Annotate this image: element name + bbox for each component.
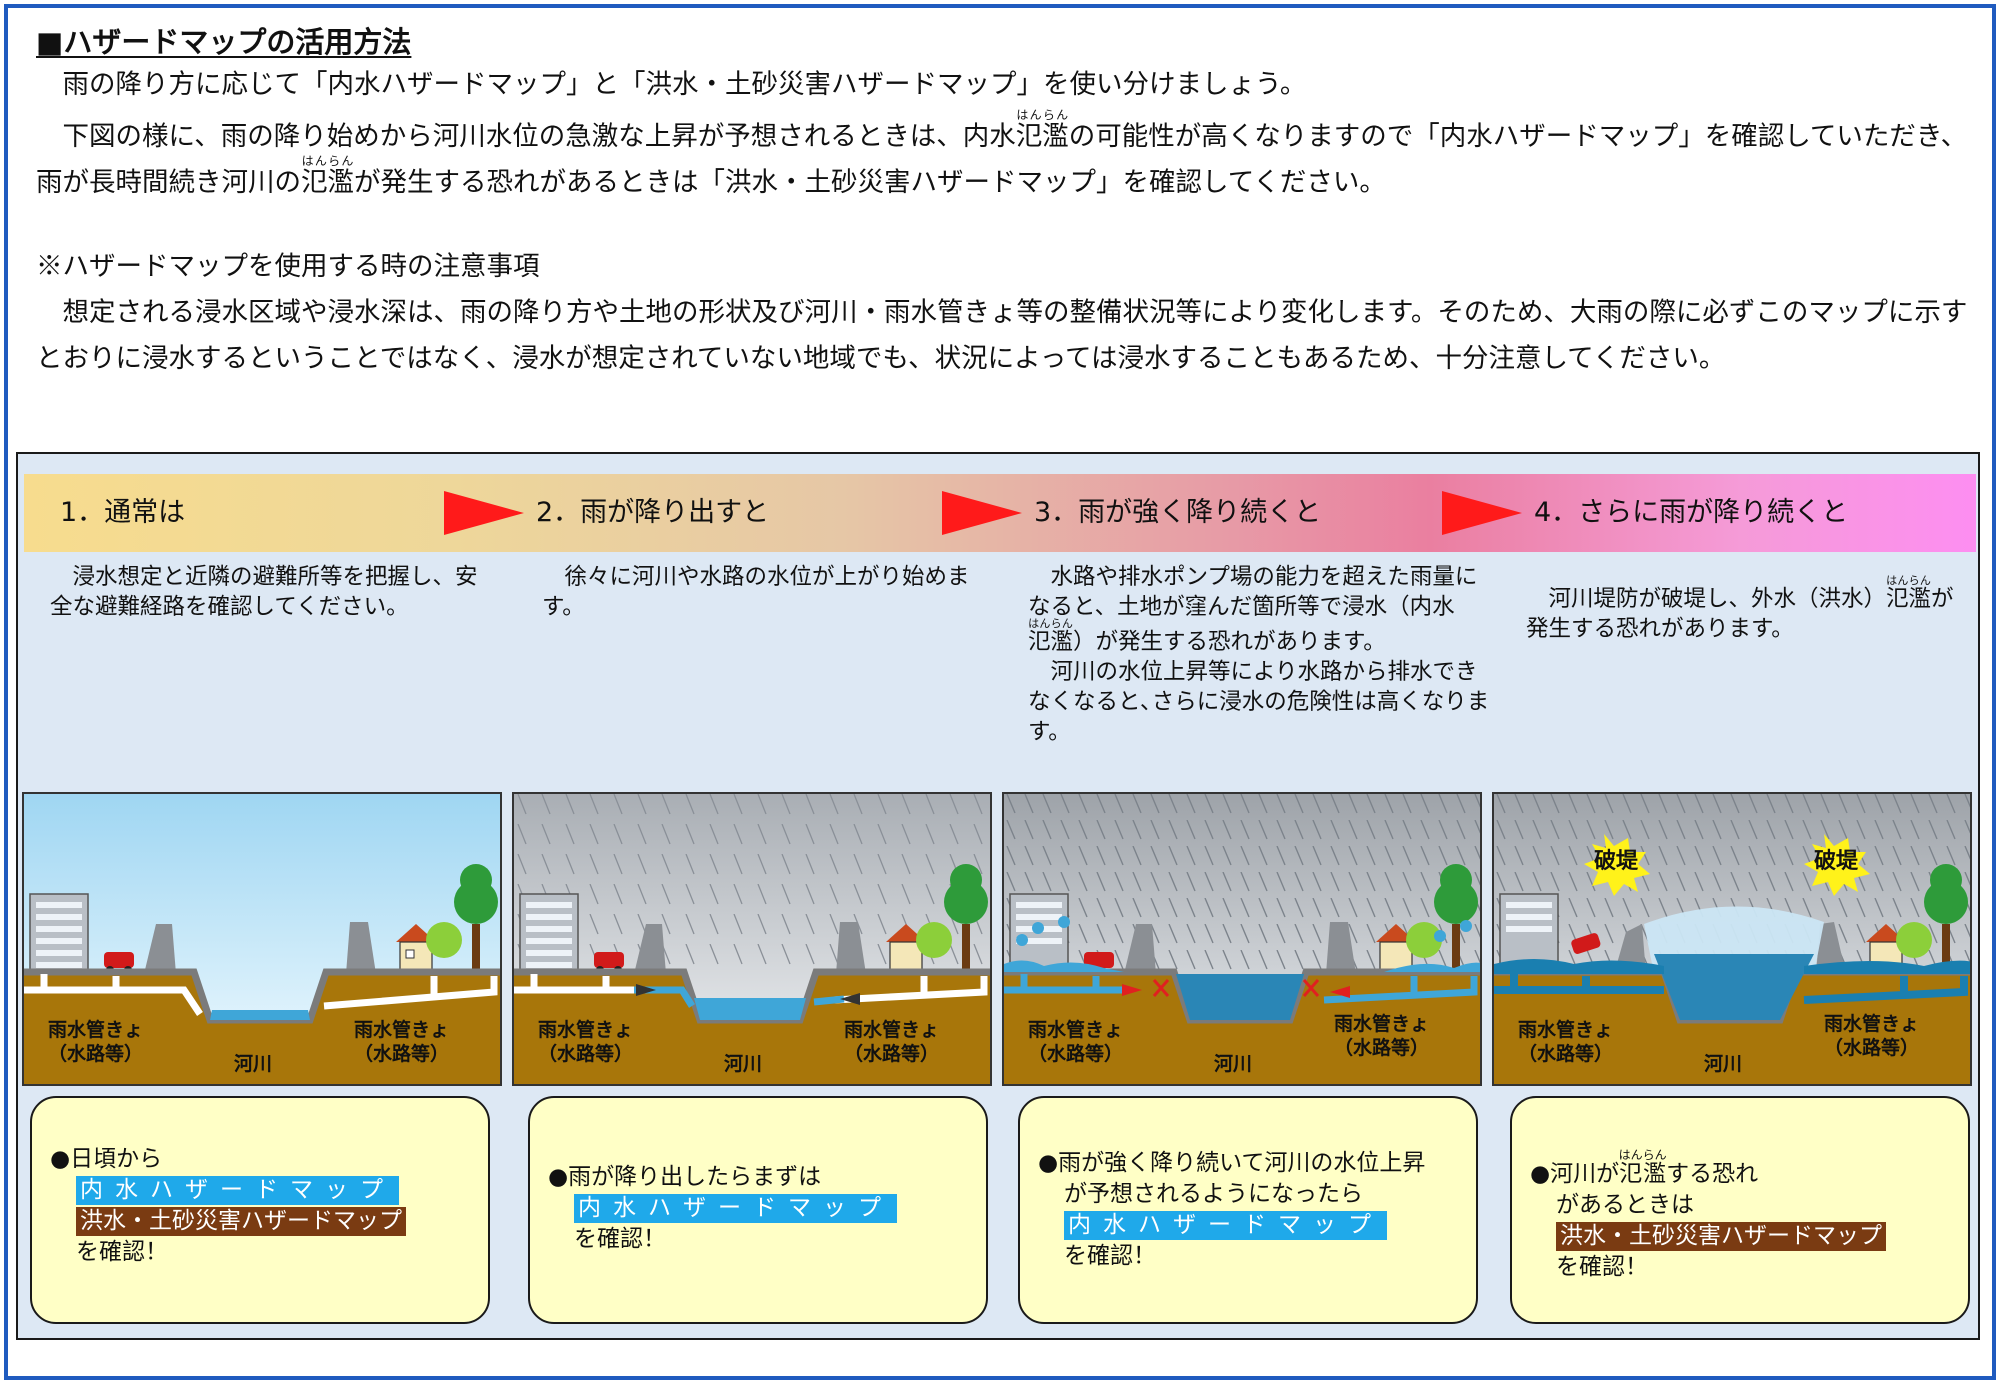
usage-paragraph: 下図の様に、雨の降り始めから河川水位の急激な上昇が予想されるときは、内水氾濫はん… — [36, 108, 1968, 198]
note-paragraph: 想定される浸水区域や浸水深は、雨の降り方や土地の形状及び河川・雨水管きょ等の整備… — [36, 297, 1968, 374]
stage-2-advice-box: ●雨が降り出したらまずは 内水ハザードマップ を確認！ — [528, 1096, 988, 1324]
inland-flood-map-tag: 内水ハザードマップ — [574, 1194, 897, 1223]
arrow-right-icon — [444, 491, 524, 535]
hazard-stages-panel: 1．通常は 2．雨が降り出すと 3．雨が強く降り続くと 4．さらに雨が降り続くと… — [16, 452, 1980, 1340]
stage-1-illustration: 雨水管きょ（水路等） 河川 雨水管きょ（水路等） — [22, 792, 502, 1086]
stage-1-description: 浸水想定と近隣の避難所等を把握し、安全な避難経路を確認してください。 — [50, 564, 478, 620]
stage-1-label: 1．通常は — [60, 497, 186, 528]
arrow-right-icon — [1442, 491, 1522, 535]
arrow-right-icon — [942, 491, 1022, 535]
river-label: 河川 — [1704, 1053, 1743, 1075]
pipe-label: 雨水管きょ（水路等） — [1518, 1019, 1614, 1065]
stage-2-illustration: 雨水管きょ（水路等） 河川 雨水管きょ（水路等） — [512, 792, 992, 1086]
inland-flood-map-tag: 内水ハザードマップ — [76, 1176, 399, 1205]
flood-landslide-map-tag: 洪水・土砂災害ハザードマップ — [1556, 1222, 1886, 1251]
river-label: 河川 — [1214, 1053, 1253, 1075]
stage-4-illustration: 破堤 破堤 雨水管きょ（水路等） 河川 雨水管きょ（水路等） — [1492, 792, 1972, 1086]
stage-1-advice-box: ●日頃から 内水ハザードマップ 洪水・土砂災害ハザードマップ を確認！ — [30, 1096, 490, 1324]
advice-end: を確認！ — [1556, 1254, 1648, 1280]
stage-3-advice-box: ●雨が強く降り続いて河川の水位上昇 が予想されるようになったら 内水ハザードマッ… — [1018, 1096, 1478, 1324]
levee-break-label: 破堤 — [1814, 849, 1859, 874]
advice-intro-2: が予想されるようになったら — [1064, 1181, 1363, 1207]
levee-break-label: 破堤 — [1594, 849, 1639, 874]
advice-end: を確認！ — [574, 1226, 666, 1252]
intro-paragraph: 雨の降り方に応じて「内水ハザードマップ」と「洪水・土砂災害ハザードマップ」を使い… — [62, 69, 1307, 100]
river-label: 河川 — [724, 1053, 763, 1075]
pipe-label: 雨水管きょ（水路等） — [48, 1019, 144, 1065]
advice-end: を確認！ — [76, 1239, 168, 1265]
page-title: ■ハザードマップの活用方法 — [36, 25, 412, 59]
pipe-label: 雨水管きょ（水路等） — [1028, 1019, 1124, 1065]
advice-end: を確認！ — [1064, 1243, 1156, 1269]
stage-4-label: 4．さらに雨が降り続くと — [1534, 497, 1849, 528]
pipe-label: 雨水管きょ（水路等） — [844, 1019, 940, 1065]
advice-intro: ●雨が強く降り続いて河川の水位上昇 — [1038, 1150, 1426, 1176]
stage-2-description: 徐々に河川や水路の水位が上がり始めます。 — [542, 564, 970, 620]
inland-flood-map-tag: 内水ハザードマップ — [1064, 1211, 1387, 1240]
pipe-label: 雨水管きょ（水路等） — [538, 1019, 634, 1065]
pipe-label: 雨水管きょ（水路等） — [1824, 1013, 1920, 1059]
flood-landslide-map-tag: 洪水・土砂災害ハザードマップ — [76, 1207, 406, 1236]
stage-3-description: 水路や排水ポンプ場の能力を超えた雨量になると、土地が窪んだ箇所等で浸水（内水氾濫… — [1028, 564, 1490, 745]
advice-intro: ●日頃から — [50, 1146, 163, 1172]
stage-4-advice-box: ●河川が氾濫はんらんする恐れ があるときは 洪水・土砂災害ハザードマップ を確認… — [1510, 1096, 1970, 1324]
stage-3-label: 3．雨が強く降り続くと — [1034, 497, 1322, 528]
advice-intro: ●雨が降り出したらまずは — [548, 1164, 822, 1190]
river-label: 河川 — [234, 1053, 273, 1075]
stage-3-illustration: 雨水管きょ（水路等） 河川 雨水管きょ（水路等） — [1002, 792, 1482, 1086]
document-text: ■ハザードマップの活用方法 雨の降り方に応じて「内水ハザードマップ」と「洪水・土… — [36, 22, 1986, 382]
stage-2-label: 2．雨が降り出すと — [536, 497, 770, 528]
pipe-label: 雨水管きょ（水路等） — [1334, 1013, 1430, 1059]
note-heading: ※ハザードマップを使用する時の注意事項 — [36, 251, 540, 282]
stage-4-description: 河川堤防が破堤し、外水（洪水）氾濫はんらんが発生する恐れがあります。 — [1526, 574, 1954, 642]
pipe-label: 雨水管きょ（水路等） — [354, 1019, 450, 1065]
advice-intro: ●河川が氾濫はんらんする恐れ — [1530, 1148, 1759, 1187]
advice-intro-2: があるときは — [1556, 1192, 1694, 1218]
stage-band: 1．通常は 2．雨が降り出すと 3．雨が強く降り続くと 4．さらに雨が降り続くと — [24, 474, 1976, 552]
